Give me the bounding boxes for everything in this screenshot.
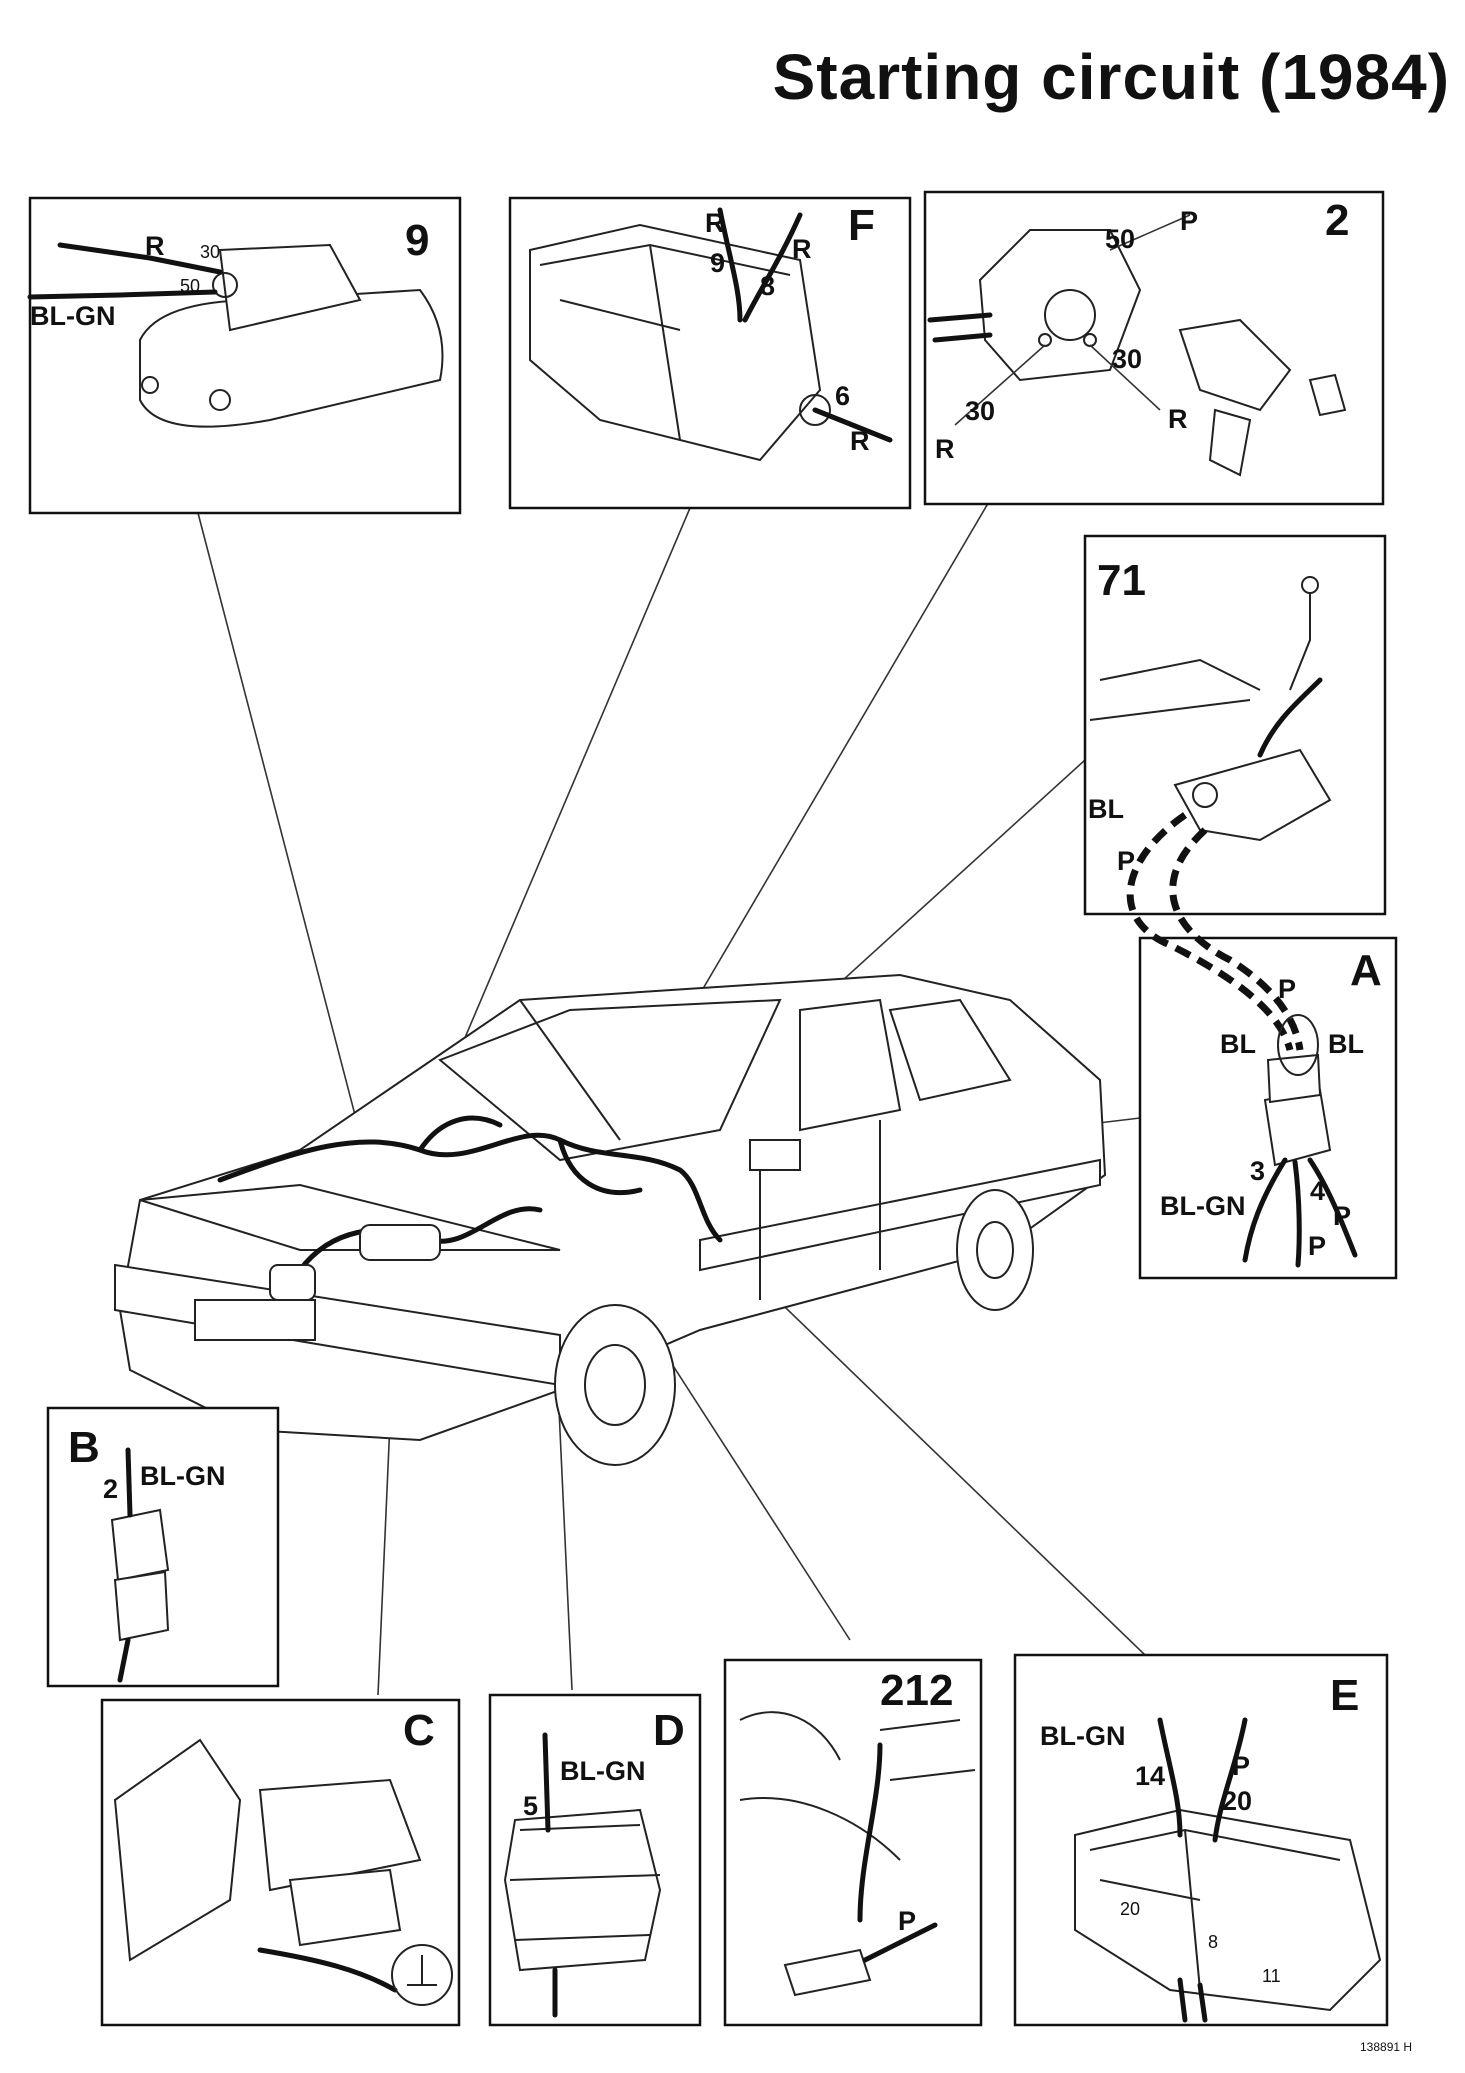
panel-a-wire-p3: P <box>1308 1231 1326 1261</box>
panel-2-wire-r1: R <box>935 434 955 464</box>
panel-a-pin-3: 3 <box>1250 1156 1265 1186</box>
panel-b-pin-2: 2 <box>103 1474 118 1504</box>
panel-2-term-50: 50 <box>1105 224 1135 254</box>
panel-2-ignition-switch: 2 50 P 30 R 30 R <box>923 190 1385 506</box>
panel-9-term-50: 50 <box>180 276 200 296</box>
panel-e-num-20: 20 <box>1120 1899 1140 1919</box>
panel-9-id: 9 <box>405 216 429 265</box>
panel-2-id: 2 <box>1325 196 1349 245</box>
panel-9-term-30: 30 <box>200 242 220 262</box>
panel-f-pin-9: 9 <box>710 248 725 278</box>
panel-2-wire-p: P <box>1180 206 1198 236</box>
panel-2-term-30a: 30 <box>965 396 995 426</box>
car-illustration <box>114 973 1107 1466</box>
panel-e-connector: E BL-GN 14 P 20 20 8 11 <box>1013 1653 1389 2027</box>
panel-d-wire-bl-gn: BL-GN <box>560 1756 645 1786</box>
panel-f-wire-r3: R <box>850 426 870 456</box>
panel-e-wire-bl-gn: BL-GN <box>1040 1721 1125 1751</box>
panel-d-pin-5: 5 <box>523 1791 538 1821</box>
panel-f-pin-8: 8 <box>760 271 775 301</box>
reference-number: 138891 H <box>1360 2040 1413 2054</box>
panel-e-wire-p: P <box>1232 1751 1250 1781</box>
wiring-harness <box>217 1115 723 1301</box>
panel-b-id: B <box>68 1423 100 1472</box>
page-title: Starting circuit (1984) <box>772 41 1450 113</box>
panel-f-id: F <box>848 201 875 250</box>
panel-a-wire-bl-gn: BL-GN <box>1160 1191 1245 1221</box>
panel-f-pin-6: 6 <box>835 381 850 411</box>
panel-b-wire-bl-gn: BL-GN <box>140 1461 225 1491</box>
panel-e-pin-14: 14 <box>1135 1761 1165 1791</box>
panel-e-id: E <box>1330 1671 1359 1720</box>
panel-f-wire-r1: R <box>705 208 725 238</box>
panel-e-pin-20: 20 <box>1222 1786 1252 1816</box>
panel-71-gear-selector: 71 BL P <box>1083 534 1387 916</box>
panel-c-ground-point: C <box>100 1698 461 2027</box>
panel-c-id: C <box>403 1706 435 1755</box>
panel-d-connector: D BL-GN 5 <box>488 1693 702 2027</box>
panel-71-id: 71 <box>1097 556 1146 605</box>
panel-a-wire-bl1: BL <box>1220 1029 1256 1059</box>
panel-a-wire-p1: P <box>1278 974 1296 1004</box>
panel-71-wire-bl: BL <box>1088 794 1124 824</box>
panel-212-wire-p: P <box>898 1906 916 1936</box>
panel-9-starter-motor: 9 R 30 50 BL-GN <box>27 196 462 515</box>
panel-e-num-8: 8 <box>1208 1932 1218 1952</box>
panel-d-id: D <box>653 1706 685 1755</box>
panel-e-num-11: 11 <box>1262 1966 1281 1986</box>
panel-9-wire-bl-gn: BL-GN <box>30 301 115 331</box>
panel-a-pin-4: 4 <box>1310 1176 1325 1206</box>
panel-71-wire-p: P <box>1117 846 1135 876</box>
panel-b-connector: B 2 BL-GN <box>46 1406 280 1688</box>
panel-a-connector: A P BL BL 3 BL-GN 4 P P <box>1126 812 1398 1280</box>
panel-212-connector: 212 P <box>723 1658 983 2027</box>
panel-a-wire-p2: P <box>1333 1201 1351 1231</box>
panel-a-id: A <box>1350 946 1382 995</box>
panel-212-id: 212 <box>880 1666 953 1715</box>
panel-2-term-30b: 30 <box>1112 344 1142 374</box>
panel-9-wire-r: R <box>145 231 165 261</box>
panel-f-wire-r2: R <box>792 234 812 264</box>
panel-a-wire-bl2: BL <box>1328 1029 1364 1059</box>
panel-2-wire-r2: R <box>1168 404 1188 434</box>
panel-f-connector: F R R 9 8 6 R <box>508 196 912 510</box>
